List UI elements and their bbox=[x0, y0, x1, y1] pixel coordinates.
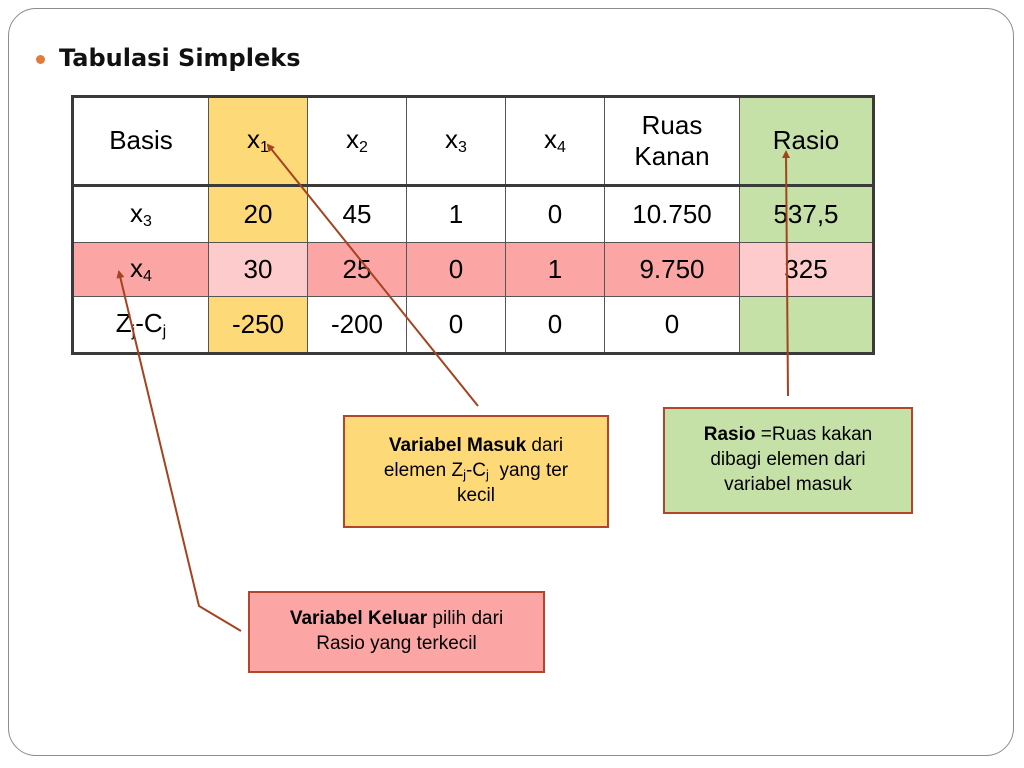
cell-x4: 0 bbox=[505, 185, 605, 243]
simplex-table: Basis x1 x2 x3 x4 Ruas Kanan Rasio x3 20… bbox=[71, 95, 875, 355]
cell-x1: 30 bbox=[208, 242, 308, 297]
table-row-pivot: x4 30 25 0 1 9.750 325 bbox=[72, 242, 874, 297]
callout-variabel-masuk: Variabel Masuk dari elemen Zj-Cj yang te… bbox=[343, 415, 609, 528]
cell-x3: 0 bbox=[406, 296, 506, 354]
cell-x1: -250 bbox=[208, 296, 308, 354]
callout-rasio: Rasio =Ruas kakan dibagi elemen dari var… bbox=[663, 407, 913, 514]
cell-x4: 0 bbox=[505, 296, 605, 354]
header-rasio: Rasio bbox=[739, 96, 874, 187]
table-header-row: Basis x1 x2 x3 x4 Ruas Kanan Rasio bbox=[72, 96, 874, 187]
cell-x2: -200 bbox=[307, 296, 407, 354]
cell-x4: 1 bbox=[505, 242, 605, 297]
header-x3: x3 bbox=[406, 96, 506, 187]
cell-rasio: 325 bbox=[739, 242, 874, 297]
row-basis-cell: x3 bbox=[72, 185, 209, 243]
row-basis-cell: Zj-Cj bbox=[72, 296, 209, 354]
table-row: x3 20 45 1 0 10.750 537,5 bbox=[72, 185, 874, 243]
cell-x3: 0 bbox=[406, 242, 506, 297]
callout-variabel-keluar: Variabel Keluar pilih dari Rasio yang te… bbox=[248, 591, 545, 673]
slide-frame bbox=[8, 8, 1014, 756]
slide-title: Tabulasi Simpleks bbox=[59, 44, 301, 72]
arrow-rasio-to-rasio-header bbox=[782, 150, 791, 397]
cell-x3: 1 bbox=[406, 185, 506, 243]
cell-x1: 20 bbox=[208, 185, 308, 243]
header-x2: x2 bbox=[307, 96, 407, 187]
arrow-masuk-to-x1 bbox=[266, 143, 479, 407]
header-x4: x4 bbox=[505, 96, 605, 187]
header-basis: Basis bbox=[72, 96, 209, 187]
bullet-icon bbox=[36, 54, 45, 64]
cell-rasio: 537,5 bbox=[739, 185, 874, 243]
title-row: Tabulasi Simpleks bbox=[36, 40, 300, 76]
row-basis-cell: x4 bbox=[72, 242, 209, 297]
header-ruas-kanan: Ruas Kanan bbox=[604, 96, 740, 187]
cell-ruas-kanan: 0 bbox=[604, 296, 740, 354]
header-x1: x1 bbox=[208, 96, 308, 187]
cell-rasio bbox=[739, 296, 874, 354]
table-row-zj-cj: Zj-Cj -250 -200 0 0 0 bbox=[72, 296, 874, 354]
arrow-keluar-to-x4 bbox=[116, 270, 242, 632]
